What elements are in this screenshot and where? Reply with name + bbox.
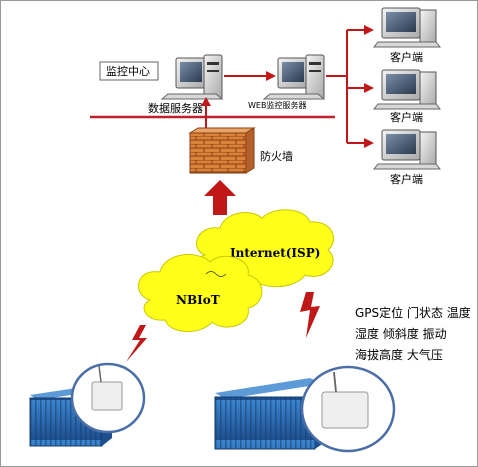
monitor-center-box: 监控中心: [99, 61, 159, 81]
sensor-line: 湿度 倾斜度 振动: [355, 326, 447, 341]
client-label: 客户端: [390, 50, 423, 64]
monitor-center-label: 监控中心: [106, 64, 150, 78]
client-computer-icon: [372, 129, 442, 170]
shipping-container-right: [214, 378, 328, 450]
internet-label: Internet(ISP): [230, 246, 320, 260]
nbiot-cloud: [138, 254, 263, 332]
firewall-icon: [188, 127, 256, 174]
data-server-icon: [160, 54, 224, 100]
uplink-arrows: [201, 97, 211, 130]
tracker-zoom-circle: [70, 362, 146, 434]
wireless-bolt-icon: [300, 292, 320, 338]
tracker-zoom-circle: [300, 365, 396, 453]
client-branch-lines: [326, 25, 374, 148]
internet-to-firewall-arrow: [204, 180, 236, 215]
wireless-bolt-icon: [126, 325, 147, 362]
tracker-device-icon: [91, 381, 123, 411]
sensor-line: GPS定位 门状态 温度: [355, 305, 471, 320]
nbiot-label: NBIoT: [176, 293, 220, 307]
firewall-label: 防火墙: [260, 149, 293, 163]
client-computer-icon: [372, 7, 442, 48]
client-computer-icon: [372, 69, 442, 110]
sensor-line: 海拔高度 大气压: [355, 347, 443, 362]
web-server-icon: [262, 54, 326, 100]
client-label: 客户端: [390, 172, 423, 186]
tracker-device-icon: [321, 391, 369, 429]
web-server-label: WEB监控服务器: [248, 100, 306, 110]
client-label: 客户端: [390, 110, 423, 124]
data-server-label: 数据服务器: [148, 101, 203, 115]
signal-squiggle-icon: [205, 271, 227, 277]
server-link-arrow: [224, 71, 276, 81]
